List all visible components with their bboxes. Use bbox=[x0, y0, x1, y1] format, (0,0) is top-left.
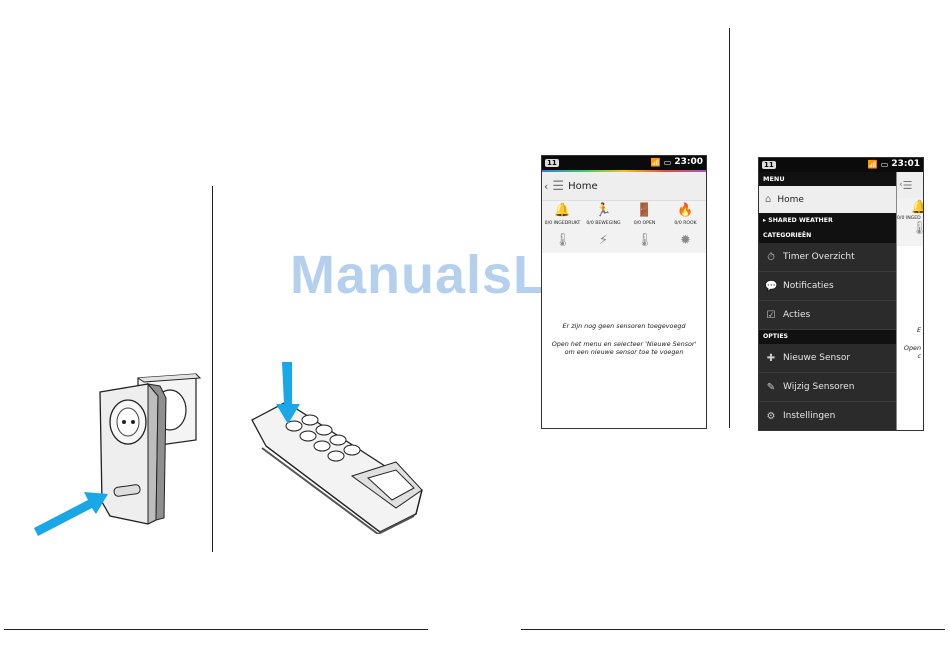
remote-body-illustration bbox=[251, 401, 423, 534]
sensor-label: 0/0 OPEN bbox=[633, 221, 656, 226]
status-bar: 11 📶 ▭ 23:01 bbox=[759, 158, 923, 172]
stopwatch-icon: ⏱ bbox=[767, 251, 775, 263]
receiver-plug-illustration bbox=[99, 382, 167, 525]
sun-icon: ✹ bbox=[680, 233, 691, 248]
empty-state-hint-1: Open het menu en selecteer 'Nieuwe Senso… bbox=[551, 340, 697, 348]
menu-item-label: Timer Overzicht bbox=[783, 252, 855, 262]
door-icon: 🚪 bbox=[636, 203, 653, 218]
chevron-left-icon: ‹ bbox=[899, 180, 903, 190]
bell-icon: 🔔 bbox=[897, 200, 923, 216]
menu-item-label: Acties bbox=[783, 310, 811, 320]
lightning-icon: ⚡ bbox=[598, 233, 609, 248]
menu-item-label: Notificaties bbox=[783, 281, 834, 291]
gears-icon: ⚙ bbox=[766, 410, 776, 422]
notification-badge: 11 bbox=[762, 161, 776, 169]
remote-buttons-illustration bbox=[285, 414, 361, 462]
sensor-tile-temperature-2[interactable]: 🌡 bbox=[624, 233, 665, 253]
peek-sensor-area: 🔔 0/0 INGED 🌡 bbox=[897, 198, 923, 246]
peek-action-bar: ‹ ☰ bbox=[897, 172, 923, 198]
pencil-icon: ✎ bbox=[766, 381, 776, 393]
menu-item-actions[interactable]: ☑ Acties bbox=[759, 301, 896, 330]
thermometer-icon: 🌡 bbox=[636, 233, 653, 248]
menu-item-settings[interactable]: ⚙ Instellingen bbox=[759, 402, 896, 430]
battery-icon: ▭ bbox=[880, 159, 889, 169]
plug-receiver-illustration bbox=[34, 373, 202, 536]
sensor-label: 0/0 INGEDRUKT bbox=[544, 221, 581, 226]
wifi-icon: 📶 bbox=[650, 157, 661, 167]
divider-left-column bbox=[212, 186, 213, 552]
sensor-tile-pressed[interactable]: 🔔 0/0 INGEDRUKT bbox=[542, 203, 583, 233]
remote-control-illustration bbox=[251, 362, 423, 534]
footer-rule-left bbox=[4, 629, 428, 630]
menu-item-label: Wijzig Sensoren bbox=[783, 382, 855, 392]
sensor-label: 0/0 INGED bbox=[897, 216, 921, 221]
sensor-summary-grid: 🔔 0/0 INGEDRUKT 🏃 0/0 BEWEGING 🚪 0/0 OPE… bbox=[542, 201, 706, 253]
sensor-label: 0/0 ROOK bbox=[674, 221, 697, 226]
hamburger-menu-icon[interactable]: ☰ bbox=[552, 178, 565, 194]
hamburger-menu-icon: ☰ bbox=[902, 178, 913, 192]
divider-right-column bbox=[729, 28, 730, 428]
menu-item-edit-sensors[interactable]: ✎ Wijzig Sensoren bbox=[759, 373, 896, 402]
triangle-right-icon: ▸ bbox=[763, 217, 767, 224]
sensor-tile-motion[interactable]: 🏃 0/0 BEWEGING bbox=[583, 203, 624, 233]
menu-item-label: Nieuwe Sensor bbox=[783, 353, 851, 363]
footer-rule-right bbox=[521, 629, 945, 630]
peek-text: Open bbox=[903, 344, 921, 352]
menu-header: MENU bbox=[759, 172, 896, 186]
menu-item-notifications[interactable]: 💬 Notificaties bbox=[759, 272, 896, 301]
menu-item-new-sensor[interactable]: ✚ Nieuwe Sensor bbox=[759, 344, 896, 373]
plus-icon: ✚ bbox=[766, 352, 776, 364]
status-time: 23:00 bbox=[674, 157, 703, 167]
running-icon: 🏃 bbox=[595, 203, 612, 218]
content-peek[interactable]: ‹ ☰ 🔔 0/0 INGED 🌡 E Open c bbox=[896, 172, 923, 430]
menu-item-label: Instellingen bbox=[783, 411, 836, 421]
navigation-drawer: MENU ⌂ Home ▸ SHARED WEATHER CATEGORIEËN… bbox=[759, 172, 896, 430]
status-bar: 11 📶 ▭ 23:00 bbox=[542, 156, 706, 170]
house-icon: ⌂ bbox=[765, 194, 772, 205]
phone-screen-menu: 11 📶 ▭ 23:01 ‹ ☰ 🔔 0/0 INGED 🌡 E Open c … bbox=[758, 157, 924, 431]
press-arrow-receiver bbox=[34, 492, 108, 536]
bell-icon: 🔔 bbox=[554, 203, 571, 218]
battery-icon: ▭ bbox=[663, 157, 672, 167]
checkbox-icon: ☑ bbox=[766, 309, 776, 321]
speech-bubble-icon: 💬 bbox=[765, 280, 778, 292]
flame-icon: 🔥 bbox=[677, 203, 694, 218]
page-title: Home bbox=[568, 180, 598, 192]
sensor-tile-energy[interactable]: ⚡ bbox=[583, 233, 624, 253]
empty-state-hint-2: om een nieuwe sensor toe te voegen bbox=[564, 348, 684, 356]
menu-item-home[interactable]: ⌂ Home bbox=[759, 186, 896, 213]
sensor-label: 0/0 BEWEGING bbox=[586, 221, 621, 226]
empty-state-title: Er zijn nog geen sensoren toegevoegd bbox=[562, 322, 686, 330]
menu-item-label: SHARED WEATHER bbox=[768, 217, 833, 224]
menu-item-label: Home bbox=[777, 194, 804, 205]
sensor-tile-light[interactable]: ✹ bbox=[665, 233, 706, 253]
peek-text: c bbox=[917, 352, 921, 360]
action-bar: ‹ ☰ Home bbox=[542, 172, 706, 201]
notification-badge: 11 bbox=[545, 159, 559, 167]
phone-screen-home: 11 📶 ▭ 23:00 ‹ ☰ Home 🔔 0/0 INGEDRUKT 🏃 … bbox=[541, 155, 707, 429]
sensor-tile-open[interactable]: 🚪 0/0 OPEN bbox=[624, 203, 665, 233]
thermometer-icon: 🌡 bbox=[897, 221, 923, 237]
options-header: OPTIES bbox=[759, 330, 896, 344]
wifi-icon: 📶 bbox=[867, 159, 878, 169]
status-time: 23:01 bbox=[891, 159, 920, 169]
chevron-left-icon[interactable]: ‹ bbox=[544, 179, 549, 193]
accent-strip bbox=[542, 170, 706, 172]
peek-text: E bbox=[916, 326, 921, 334]
menu-item-shared-weather[interactable]: ▸ SHARED WEATHER bbox=[759, 213, 896, 229]
categories-header: CATEGORIEËN bbox=[759, 229, 896, 243]
sensor-tile-smoke[interactable]: 🔥 0/0 ROOK bbox=[665, 203, 706, 233]
thermometer-icon: 🌡 bbox=[554, 233, 571, 248]
press-arrow-remote bbox=[276, 362, 300, 424]
sensor-tile-temperature[interactable]: 🌡 bbox=[542, 233, 583, 253]
menu-item-timer-overview[interactable]: ⏱ Timer Overzicht bbox=[759, 243, 896, 272]
